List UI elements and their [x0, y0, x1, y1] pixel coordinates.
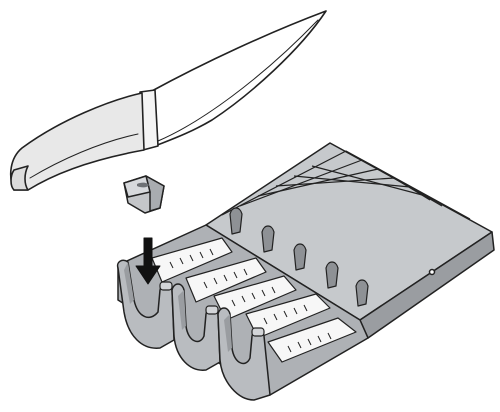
arrow-down-icon — [135, 237, 161, 285]
knife-handle-butt — [10, 165, 29, 191]
knife-drawer-tray-icon — [116, 142, 495, 401]
knife-handle — [9, 92, 145, 191]
chef-knife-icon — [9, 10, 327, 191]
fork-tip-caps — [159, 281, 265, 337]
tray-ridges — [221, 150, 471, 220]
knife-handle-highlight — [29, 133, 139, 179]
blade-tip-guard-icon — [123, 175, 165, 214]
knife-blade-edge — [157, 19, 319, 142]
tray-back-slots — [229, 207, 369, 307]
blade-markings — [169, 248, 332, 353]
tray-screw-hole — [428, 268, 436, 276]
knife-blade — [149, 10, 327, 147]
fork-shading — [124, 262, 232, 352]
